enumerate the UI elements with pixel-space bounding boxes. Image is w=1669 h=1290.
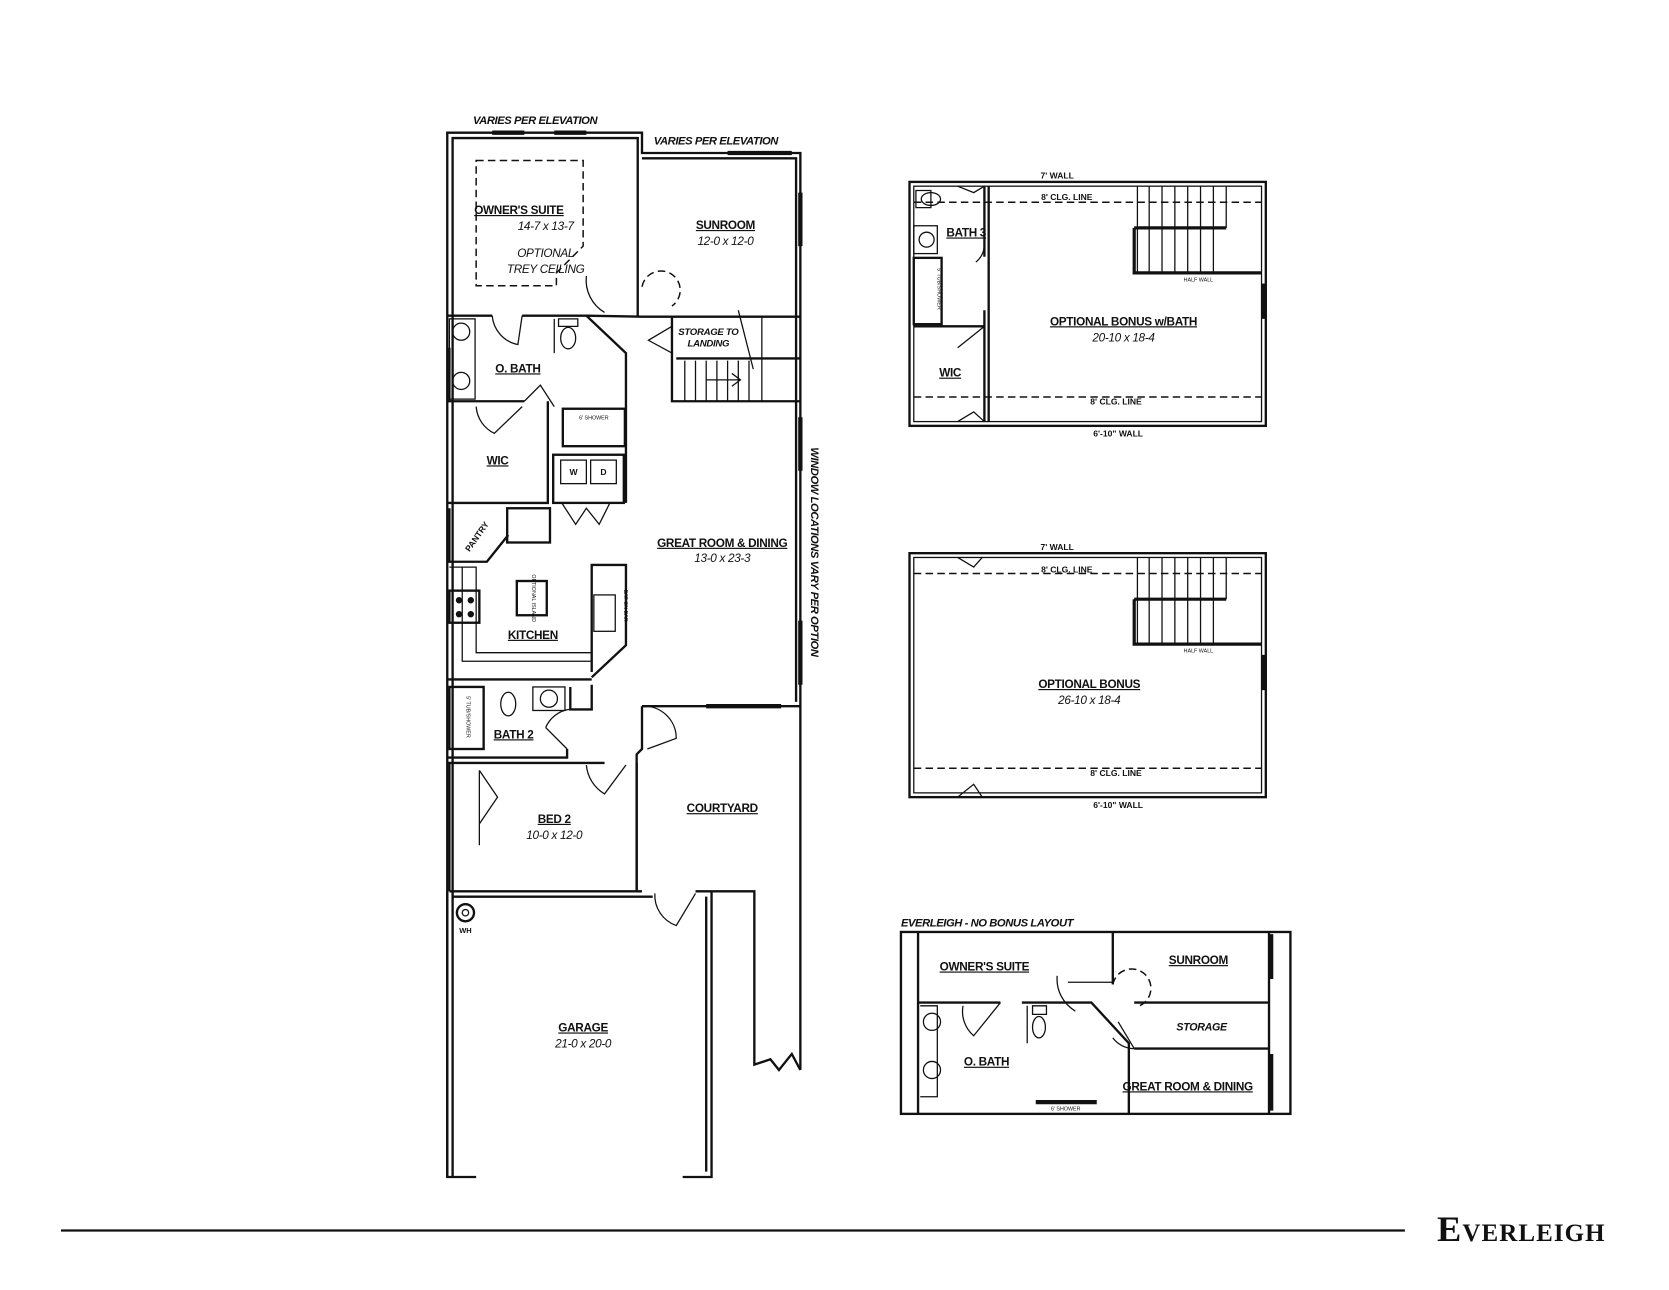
bonus-bath-tub: 5' TUB/SHOWER — [935, 268, 941, 310]
bonus-bath-name: OPTIONAL BONUS w/BATH — [1050, 315, 1197, 328]
note-window-locations: WINDOW LOCATIONS VARY PER OPTION — [808, 447, 820, 658]
dryer-label: D — [600, 467, 606, 477]
bonus-clg-top: 8' CLG. LINE — [1041, 564, 1093, 574]
sunroom-dims: 12-0 x 12-0 — [697, 235, 754, 248]
kitchen-name: KITCHEN — [508, 629, 558, 642]
wic-name: WIC — [487, 454, 510, 467]
brand-wordmark: Everleigh — [1437, 1209, 1606, 1249]
shower-label: 6' SHOWER — [579, 415, 609, 421]
bonus-bath-top-wall: 7' WALL — [1040, 171, 1073, 181]
water-heater-label: WH — [459, 926, 471, 935]
no-bonus-owners-suite: OWNER'S SUITE — [940, 960, 1030, 973]
o-bath-name: O. BATH — [495, 362, 540, 375]
island-label: OPTIONAL ISLAND — [530, 574, 536, 622]
bonus-clg-bottom: 8' CLG. LINE — [1090, 768, 1142, 778]
bonus-dims: 26-10 x 18-4 — [1057, 694, 1121, 707]
bonus-bath-half-wall: HALF WALL — [1184, 277, 1214, 283]
no-bonus-storage: STORAGE — [1176, 1021, 1228, 1033]
great-room-dims: 13-0 x 23-3 — [694, 552, 751, 565]
bonus-bath-clg-bottom: 8' CLG. LINE — [1090, 396, 1142, 406]
pantry-name: PANTRY — [463, 519, 491, 553]
garage-dims: 21-0 x 20-0 — [554, 1038, 612, 1051]
washer-label: W — [569, 467, 578, 477]
owners-suite-option-2: TREY CEILING — [507, 263, 585, 276]
no-bonus-layout: EVERLEIGH - NO BONUS LAYOUT OWNER'S SUIT… — [899, 918, 1292, 1116]
no-bonus-shower: 6' SHOWER — [1051, 1107, 1081, 1113]
no-bonus-o-bath: O. BATH — [964, 1056, 1009, 1069]
no-bonus-sunroom: SUNROOM — [1169, 954, 1229, 967]
garage-name: GARAGE — [558, 1021, 608, 1034]
bed2-name: BED 2 — [538, 813, 572, 826]
bonus-half-wall: HALF WALL — [1184, 649, 1214, 655]
bonus-name: OPTIONAL BONUS — [1038, 678, 1140, 691]
bonus-plan: 7' WALL 8' CLG. LINE 8' CLG. LINE HALF W… — [908, 542, 1267, 810]
bonus-with-bath-plan: 7' WALL 8' CLG. LINE 8' CLG. LINE HALF W… — [908, 171, 1267, 439]
eat-on-bar-label: EAT ON BAR — [622, 590, 628, 622]
no-bonus-title: EVERLEIGH - NO BONUS LAYOUT — [901, 918, 1075, 930]
bonus-bath-bottom-wall: 6'-10" WALL — [1093, 429, 1143, 439]
main-floor-plan: VARIES PER ELEVATION VARIES PER ELEVATIO… — [446, 115, 820, 1179]
storage-label-2: LANDING — [688, 339, 730, 350]
bonus-bath-wic-name: WIC — [939, 367, 962, 380]
note-varies-elevation-right: VARIES PER ELEVATION — [654, 135, 780, 147]
storage-label-1: STORAGE TO — [678, 327, 739, 338]
great-room-name: GREAT ROOM & DINING — [657, 537, 787, 550]
bonus-bottom-wall: 6'-10" WALL — [1093, 800, 1143, 810]
bonus-bath-clg-top: 8' CLG. LINE — [1041, 192, 1093, 202]
owners-suite-name: OWNER'S SUITE — [474, 204, 564, 217]
bed2-dims: 10-0 x 12-0 — [526, 829, 583, 842]
owners-suite-dims: 14-7 x 13-7 — [518, 220, 575, 233]
tub-label-bath2: 5' TUB/SHOWER — [465, 696, 471, 738]
note-varies-elevation-left: VARIES PER ELEVATION — [473, 115, 599, 127]
bath2-name: BATH 2 — [494, 728, 534, 741]
courtyard-name: COURTYARD — [687, 802, 758, 815]
sunroom-name: SUNROOM — [696, 219, 756, 232]
owners-suite-option-1: OPTIONAL — [517, 247, 574, 260]
no-bonus-great-room: GREAT ROOM & DINING — [1123, 1080, 1253, 1093]
bonus-top-wall: 7' WALL — [1040, 542, 1073, 552]
bath3-name: BATH 3 — [946, 226, 986, 239]
bonus-bath-dims: 20-10 x 18-4 — [1091, 331, 1155, 344]
